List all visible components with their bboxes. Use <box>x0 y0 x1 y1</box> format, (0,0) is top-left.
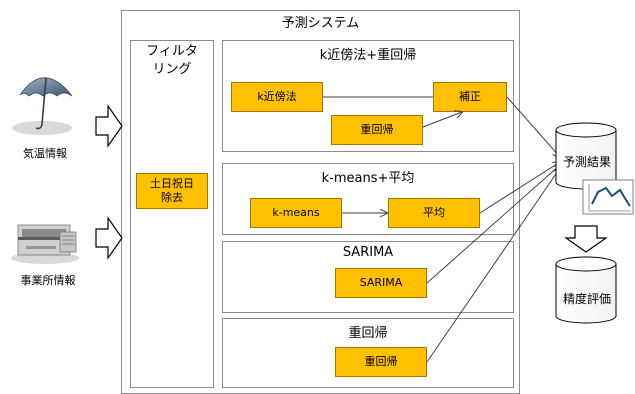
correction-to-result-arrow <box>506 96 560 157</box>
regression-to-correction-arrow <box>422 112 462 128</box>
method-title-kmeans-average: k-means+平均 <box>321 171 415 186</box>
result-label-front: 予測結果 <box>562 155 611 169</box>
box-average: 平均 <box>388 198 480 228</box>
office-label: 事業所情報 <box>20 274 76 287</box>
filter-box-holiday-removal: 土日祝日 除去 <box>136 173 208 209</box>
result-chart-thumbnail <box>582 179 634 215</box>
eval-label-front: 精度評価 <box>562 292 611 306</box>
filter-panel <box>130 40 214 388</box>
method-title-knn-regression: k近傍法+重回帰 <box>319 48 417 63</box>
average-to-result-arrow <box>479 162 560 214</box>
system-title: 予測システム <box>281 16 360 31</box>
weather-input-arrow <box>95 104 123 148</box>
umbrella-icon <box>12 77 73 135</box>
sarima-to-result-arrow <box>426 165 560 284</box>
box-regression: 重回帰 <box>331 115 423 145</box>
office-machine-icon <box>11 224 79 264</box>
box-knn: k近傍法 <box>231 82 323 112</box>
accuracy-evaluation-cylinder <box>555 256 617 324</box>
result-to-eval-arrow <box>564 225 608 253</box>
box-regression-only: 重回帰 <box>335 347 427 377</box>
prediction-result-cylinder <box>555 122 617 190</box>
filter-title: フィルタ リング <box>146 44 198 77</box>
method-title-sarima: SARIMA <box>342 245 394 260</box>
box-kmeans: k-means <box>250 198 342 228</box>
method-title-regression: 重回帰 <box>348 326 388 341</box>
regression-to-result-arrow <box>426 168 560 363</box>
box-sarima: SARIMA <box>335 268 427 298</box>
office-input-arrow <box>95 216 123 260</box>
box-correction: 補正 <box>433 82 507 112</box>
weather-label: 気温情報 <box>23 147 67 160</box>
